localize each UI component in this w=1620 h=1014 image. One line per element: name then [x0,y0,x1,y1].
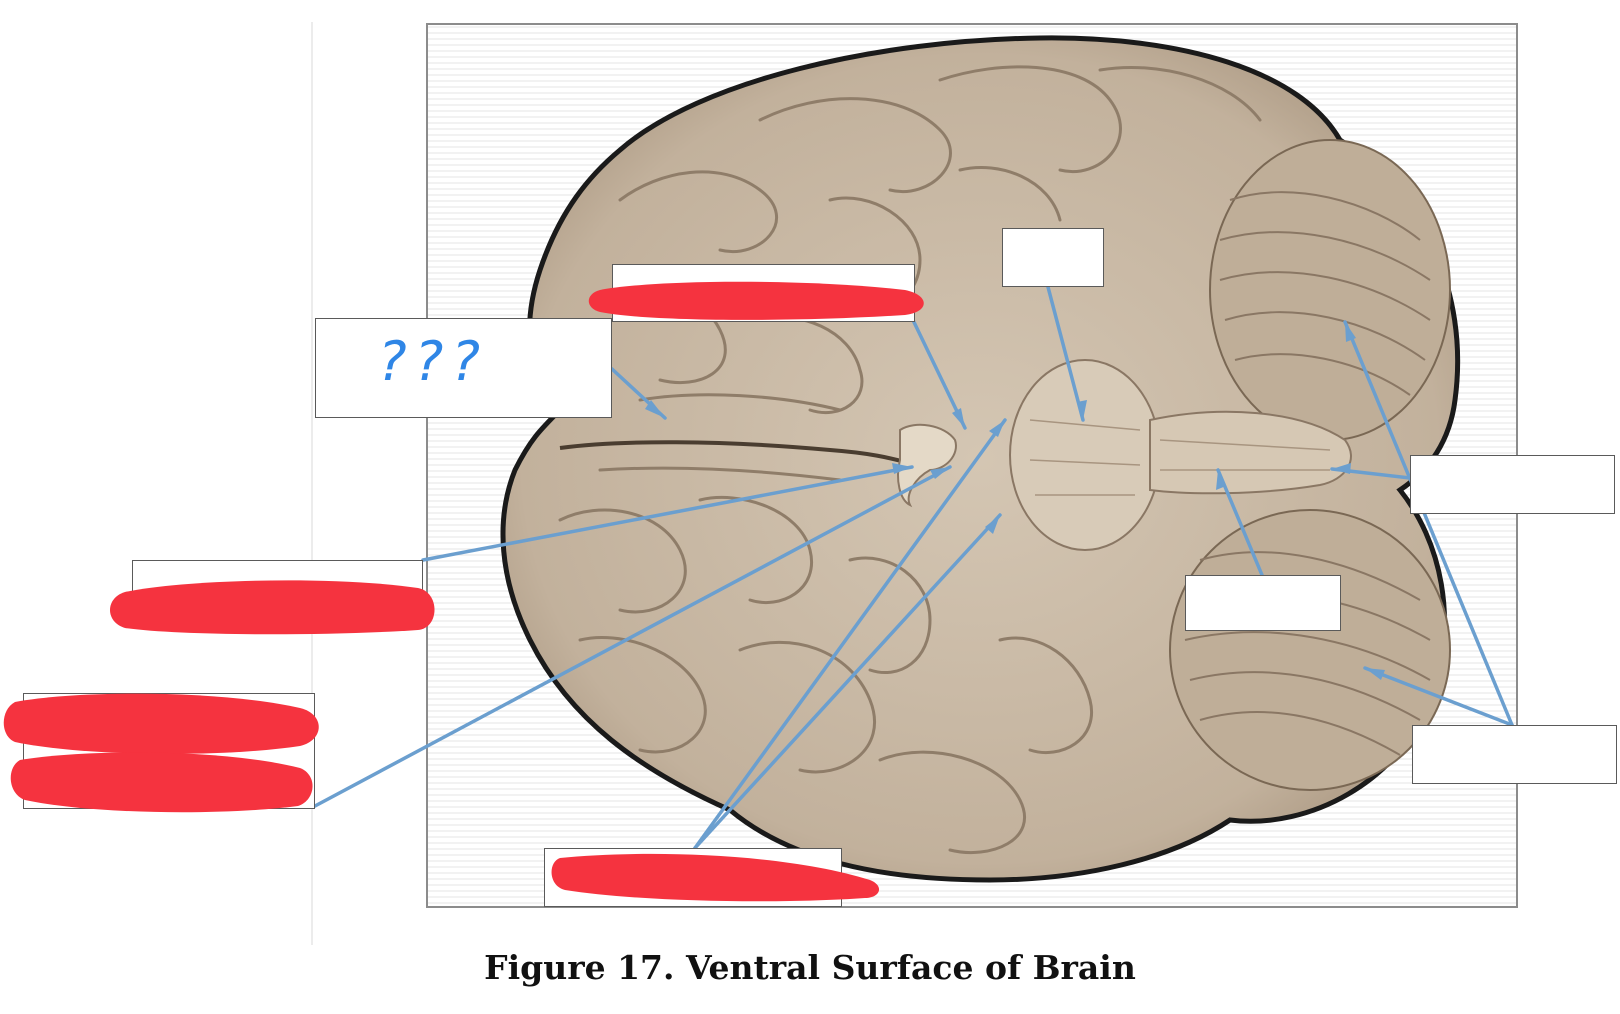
redaction-left-lower-2 [10,752,313,813]
redaction-top-center [588,281,924,320]
longitudinal-fissure [559,440,906,464]
label-box-question[interactable] [315,318,612,418]
brainstem [1009,359,1352,551]
redaction-left-lower-1 [3,693,319,754]
label-box-top-right[interactable] [1002,228,1104,287]
redaction-left-middle [110,580,435,635]
label-box-right-upper[interactable] [1410,455,1615,514]
label-box-right-lower[interactable] [1412,725,1617,784]
question-marks-annotation: ??? [378,330,488,393]
figure-caption: Figure 17. Ventral Surface of Brain [484,948,1136,987]
arrowheads [645,322,1385,680]
redaction-bottom [551,853,880,902]
label-box-center-right[interactable] [1185,575,1341,631]
leader-lines [313,285,1514,850]
gyri-pattern [558,65,1262,855]
